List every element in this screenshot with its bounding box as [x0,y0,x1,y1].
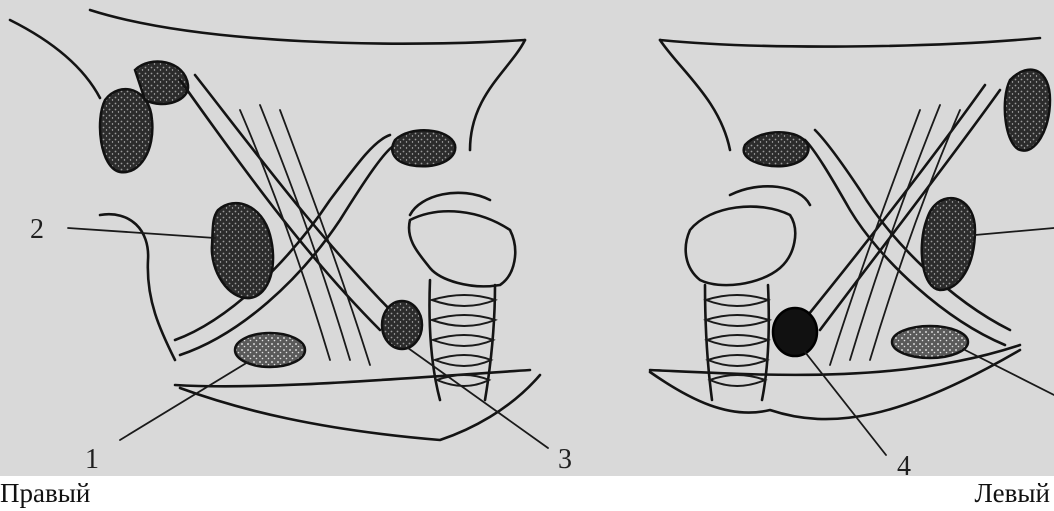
lymph-node-3 [382,301,422,349]
lower-node-left [892,326,968,358]
caption-strip [0,476,1054,511]
lymph-node-4 [773,308,817,356]
callout-2: 2 [30,214,44,245]
submandibular-gland-right [392,130,455,166]
submandibular-gland-left [744,132,809,166]
side-label-left: Левый [975,480,1050,507]
side-label-right: Правый [0,480,90,507]
trachea-left [705,285,769,400]
callout-4: 4 [897,451,911,482]
callout-3: 3 [558,444,572,475]
mastoid-mass-right [100,89,152,172]
callout-1: 1 [85,444,99,475]
trachea-right [429,280,495,400]
lymph-node-1 [235,333,305,367]
